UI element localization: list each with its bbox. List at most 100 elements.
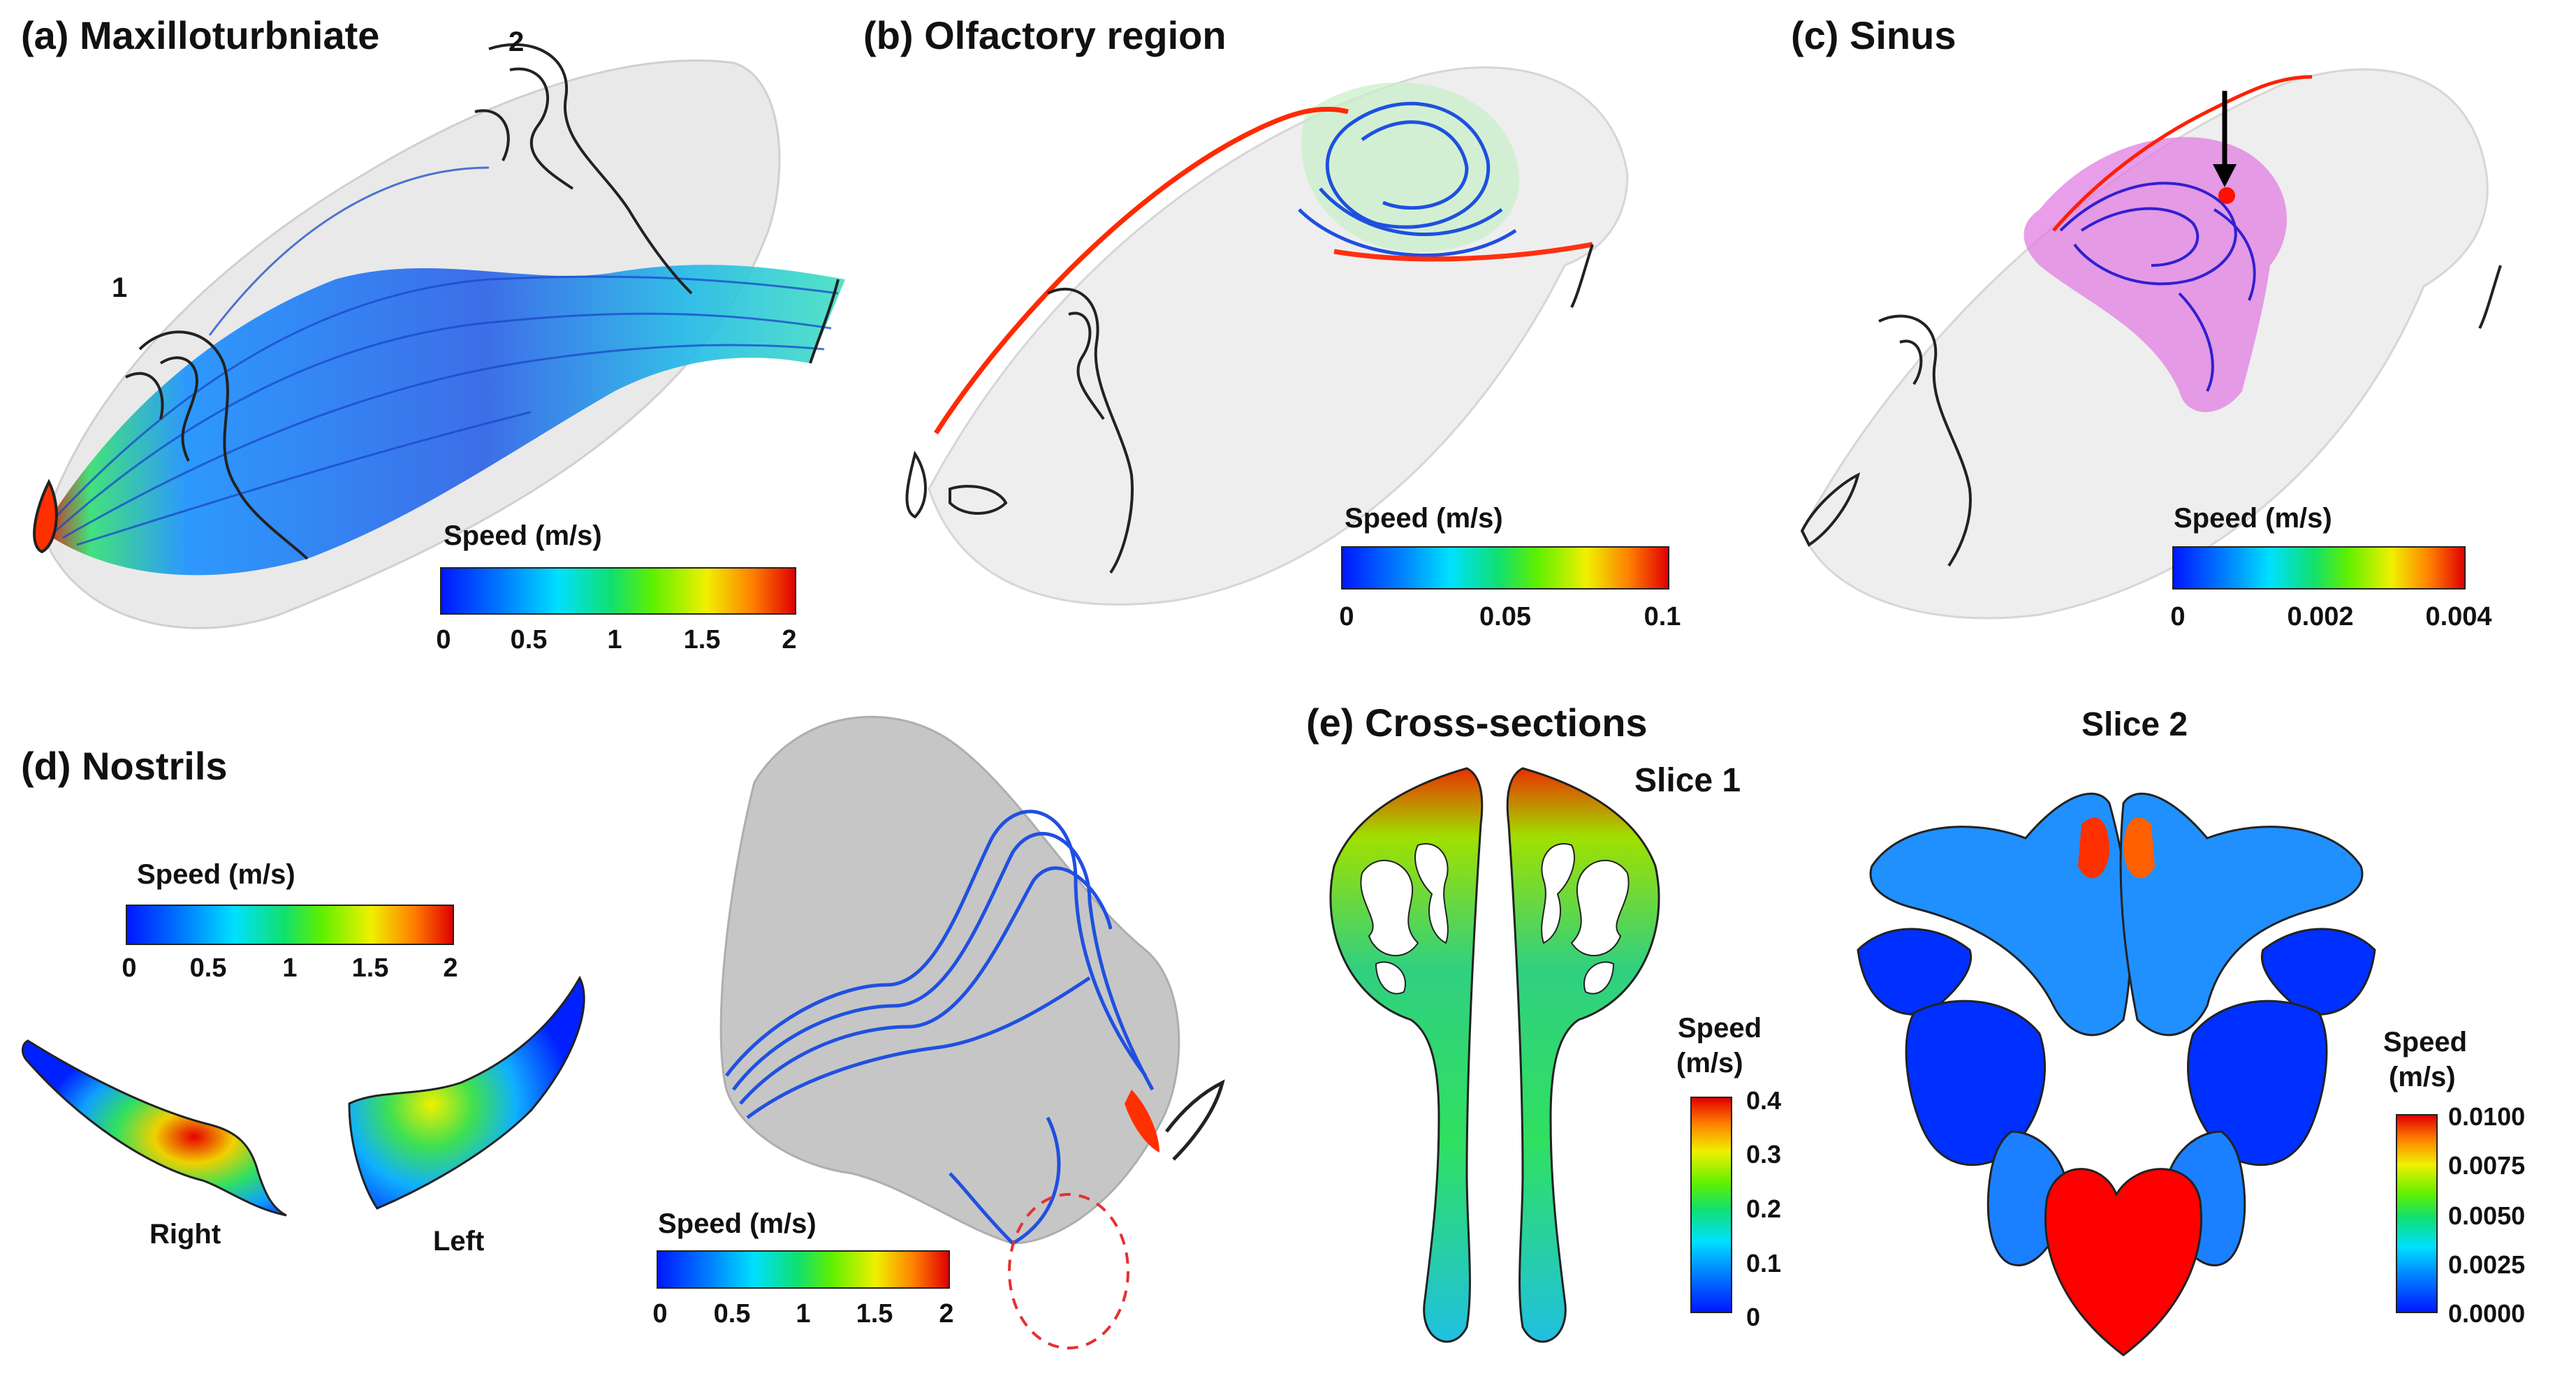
nostril-outline-a <box>33 478 58 554</box>
colorbar-e2-tick: 0.0000 <box>2448 1299 2526 1328</box>
colorbar-d2-tick: 1.5 <box>856 1299 893 1329</box>
nostril-outline <box>1165 1079 1225 1161</box>
nostril-outline-b <box>905 451 1008 519</box>
slice-2-figure <box>1857 792 2376 1356</box>
turbinate-outline <box>1047 287 1134 574</box>
colorbar-d-title: Speed (m/s) <box>137 859 295 890</box>
panel-a-figure <box>33 43 845 629</box>
panel-b-figure <box>905 66 1629 606</box>
panel-e-title: (e) Cross-sections <box>1306 701 1648 745</box>
panel-c-figure <box>1800 68 2502 620</box>
colorbar-e1-title-line1: Speed <box>1678 1013 1762 1044</box>
colorbar-c-title: Speed (m/s) <box>2174 503 2332 534</box>
slice-2-label: Slice 2 <box>2081 706 2188 743</box>
colorbar-d-tick: 0.5 <box>189 953 227 983</box>
colorbar-c-tick: 0.004 <box>2425 602 2492 631</box>
slice-1-left-cavity <box>1329 767 1484 1343</box>
slice-2-hotspot-left <box>2078 817 2109 879</box>
sinus-streamlines <box>2059 182 2256 392</box>
highlight-circle <box>1008 1193 1129 1349</box>
colorbar-d2 <box>657 1250 950 1289</box>
colorbar-a-tick: 1.5 <box>683 625 721 654</box>
colorbar-c-tick: 0 <box>2170 602 2186 631</box>
nostril-streamline-figure <box>719 715 1225 1349</box>
colorbar-e2 <box>2396 1114 2438 1313</box>
turbinate-outline-2 <box>474 43 693 295</box>
colorbar-e1-title-line2: (m/s) <box>1676 1048 1743 1078</box>
nasal-cavity-shell <box>928 66 1629 606</box>
olfactory-streamlines <box>1298 101 1517 257</box>
colorbar-a-tick: 1 <box>607 625 622 654</box>
panel-a: (a) Maxilloturbniate <box>0 0 859 657</box>
panel-c-title: (c) Sinus <box>1791 13 1956 57</box>
slice-2-nasopharynx <box>2044 1168 2202 1356</box>
colorbar-d2-title: Speed (m/s) <box>658 1208 817 1239</box>
colorbar-e2-tick: 0.0075 <box>2448 1151 2526 1180</box>
outlet-outline-c <box>2478 265 2502 329</box>
colorbar-e2-tick: 0.0025 <box>2448 1250 2526 1279</box>
nostril-outline-c <box>1800 472 1860 547</box>
colorbar-d-tick: 2 <box>443 953 458 983</box>
right-nostril-label: Right <box>149 1219 221 1250</box>
panel-b-title: (b) Olfactory region <box>863 13 1227 57</box>
colorbar-a <box>440 567 796 615</box>
turbinate-outline-1 <box>125 330 309 560</box>
colorbar-e1-tick: 0.1 <box>1746 1249 1782 1278</box>
colorbar-e2-tick: 0.0100 <box>2448 1102 2526 1131</box>
colorbar-a-tick: 0.5 <box>510 625 548 654</box>
colorbar-e1-tick: 0.3 <box>1746 1140 1782 1169</box>
jet-arrowhead <box>2213 164 2237 187</box>
slice-1-right-cavity <box>1506 767 1660 1343</box>
left-nostril <box>348 975 585 1210</box>
panel-d: (d) Nostrils Speed (m/s) 0 0.5 1 1.5 2 R… <box>0 685 1257 1372</box>
colorbar-e1-tick: 0 <box>1746 1303 1761 1331</box>
colorbar-d2-tick: 1 <box>796 1299 811 1329</box>
nostril-streamlines <box>725 810 1155 1246</box>
olfactory-outflow-streamline <box>1333 242 1593 262</box>
colorbar-a-title: Speed (m/s) <box>444 520 602 551</box>
turbinate-label-2: 2 <box>508 27 525 57</box>
slice-1-figure <box>1329 767 1660 1343</box>
left-nostril-label: Left <box>433 1226 485 1257</box>
sinus-inflow-streamline <box>2052 75 2313 232</box>
colorbar-d2-tick: 0 <box>652 1299 668 1329</box>
turbinate-outline <box>1878 314 1972 567</box>
colorbar-a-tick: 2 <box>782 625 797 654</box>
outlet-outline-a <box>809 279 840 364</box>
panel-e: (e) Cross-sections Slice 1 Slice 2 Speed… <box>1257 685 2576 1372</box>
turbinate-label-1: 1 <box>112 272 128 303</box>
nostrils-figure <box>22 975 585 1217</box>
colorbar-b-title: Speed (m/s) <box>1345 503 1503 534</box>
colorbar-c-tick: 0.002 <box>2287 602 2354 631</box>
slice-2-upper-airway <box>1869 792 2132 1037</box>
colorbar-e2-tick: 0.0050 <box>2448 1201 2526 1230</box>
slice-1-turbinate-voids <box>1360 843 1630 995</box>
slice-2-left-sinus <box>1857 928 1972 1016</box>
colorbar-b-tick: 0.05 <box>1479 602 1531 631</box>
panel-c: (c) Sinus Speed (m/s) 0 0.002 0.004 <box>1760 0 2576 657</box>
colorbar-d-tick: 1.5 <box>351 953 389 983</box>
colorbar-b-tick: 0.1 <box>1644 602 1681 631</box>
slice-1-label: Slice 1 <box>1634 762 1741 799</box>
colorbar-b <box>1341 546 1669 590</box>
olfactory-inflow-streamline <box>934 106 1349 434</box>
colorbar-a-tick: 0 <box>436 625 451 654</box>
colorbar-e1-tick: 0.4 <box>1746 1086 1782 1115</box>
colorbar-c <box>2172 546 2466 590</box>
slice-2-hotspot-right <box>2123 817 2155 879</box>
colorbar-e2-title-line1: Speed <box>2383 1027 2468 1058</box>
colorbar-d-tick: 0 <box>122 953 137 983</box>
colorbar-e1 <box>1690 1097 1732 1313</box>
colorbar-b-tick: 0 <box>1339 602 1354 631</box>
colorbar-e1-tick: 0.2 <box>1746 1194 1782 1223</box>
colorbar-d-tick: 1 <box>282 953 298 983</box>
slice-2-upper-airway-right <box>2119 792 2364 1037</box>
nostril-hotspot <box>1125 1090 1159 1152</box>
colorbar-d2-tick: 2 <box>939 1299 954 1329</box>
panel-b: (b) Olfactory region Speed (m/s) 0 0.05 … <box>859 0 1760 657</box>
nasal-cavity-shell <box>719 715 1180 1245</box>
outlet-outline-b <box>1570 244 1594 308</box>
right-nostril <box>22 1039 287 1217</box>
slice-2-right-sinus <box>2261 928 2376 1016</box>
panel-a-title: (a) Maxilloturbniate <box>21 13 380 57</box>
